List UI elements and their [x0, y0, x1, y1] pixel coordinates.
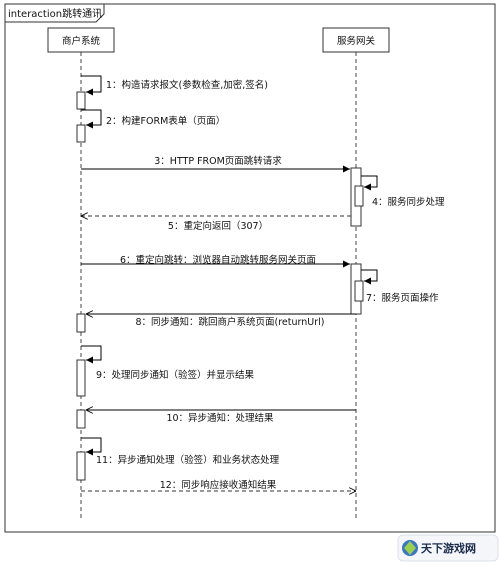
activation-bar: [76, 124, 86, 143]
message-5-label: 5：重定向返回（307）: [168, 220, 268, 232]
participant-gateway-label: 服务网关: [337, 35, 376, 47]
activation-bar: [354, 280, 364, 302]
message-4-arrow: [361, 175, 378, 191]
activation-bar: [76, 359, 86, 397]
message-9-label: 9：处理同步通知（验签）并显示结果: [96, 369, 255, 381]
participant-merchant[interactable]: [47, 27, 115, 53]
activation-bar: [76, 451, 86, 481]
message-2-arrow: [81, 109, 102, 129]
participant-merchant-label: 商户系统: [62, 35, 101, 47]
message-12-label: 12：同步响应接收通知结果: [160, 479, 277, 491]
message-1-label: 1：构造请求报文(参数检查,加密,签名): [106, 79, 268, 91]
watermark-text: 天下游戏网: [421, 541, 476, 555]
activation-bar: [76, 313, 86, 333]
message-11-arrow: [81, 437, 102, 456]
frame-title: interaction跳转通讯: [8, 7, 102, 20]
message-2-label: 2：构建FORM表单（页面）: [106, 115, 225, 127]
message-6-label: 6：重定向跳转：浏览器自动跳转服务网关页面: [120, 254, 316, 266]
message-10-label: 10：异步通知：处理结果: [166, 412, 274, 424]
message-1-arrow: [81, 75, 102, 96]
message-7-label: 7：服务页面操作: [366, 292, 439, 304]
message-3-label: 3：HTTP FROM页面跳转请求: [154, 155, 282, 167]
activation-bar: [354, 185, 364, 207]
activation-bar: [76, 91, 86, 110]
message-4-label: 4：服务同步处理: [372, 196, 445, 208]
message-8-label: 8：同步通知：跳回商户系统页面(returnUrl): [135, 316, 324, 328]
frame-title-tab: [4, 3, 105, 23]
message-9-arrow: [81, 345, 102, 364]
message-7-arrow: [361, 269, 378, 285]
message-11-label: 11：异步通知处理（验签）和业务状态处理: [96, 454, 280, 466]
interaction-frame: [4, 3, 496, 533]
watermark: 天下游戏网: [397, 534, 499, 562]
activation-bar: [76, 409, 86, 429]
